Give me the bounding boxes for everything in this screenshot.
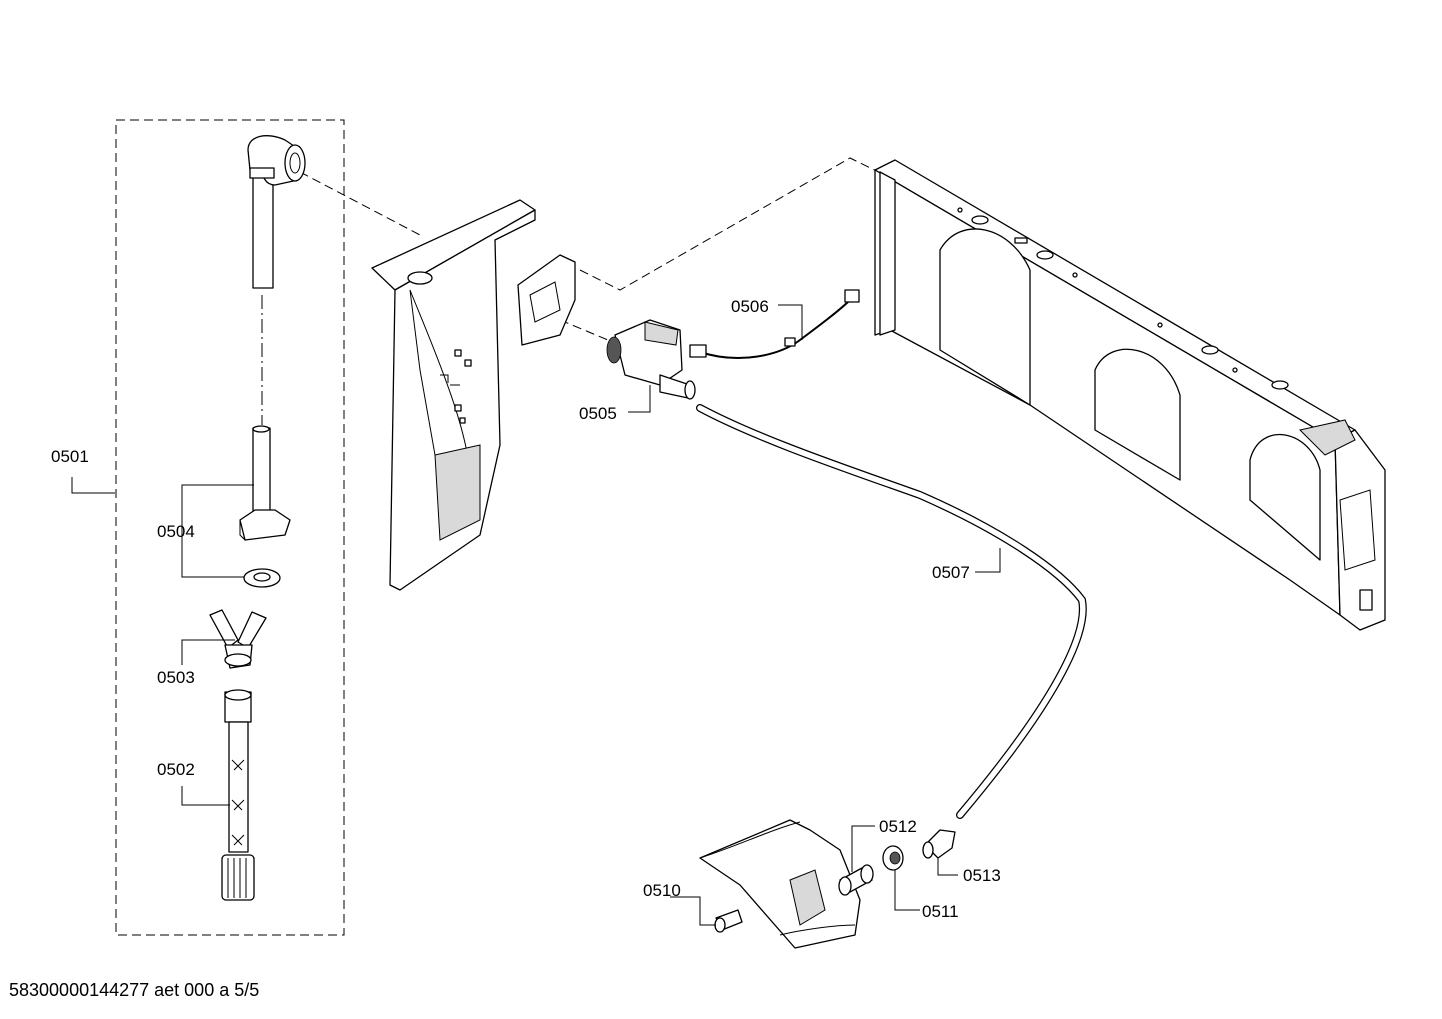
label-0505: 0505	[579, 404, 617, 423]
label-0510: 0510	[643, 881, 681, 900]
inlet-hose-part	[221, 689, 255, 901]
outlet-housing-part	[699, 819, 861, 949]
washer-part	[243, 568, 281, 588]
wiring-harness-part	[689, 289, 860, 359]
label-0507: 0507	[932, 563, 970, 582]
elbow-0513-part	[922, 829, 956, 859]
assembly-line-elbow	[299, 171, 421, 236]
side-panel-part	[371, 199, 536, 591]
rear-frame-part	[874, 159, 1386, 631]
fitting-0510-part	[714, 909, 743, 933]
assembly-line-valve	[559, 319, 621, 346]
nut-0511-part	[882, 845, 904, 871]
label-0511: 0511	[922, 902, 959, 921]
label-0502: 0502	[157, 760, 195, 779]
label-0503: 0503	[157, 668, 195, 687]
sleeve-0512-part	[838, 864, 874, 896]
solenoid-valve-part	[606, 319, 696, 400]
y-connector-part	[209, 609, 267, 669]
label-0504: 0504	[157, 522, 195, 541]
assembly-line-frame	[579, 157, 906, 291]
label-0512: 0512	[879, 817, 917, 836]
group-box-0501	[115, 119, 345, 936]
mounting-plate-part	[517, 254, 576, 346]
label-0501: 0501	[51, 447, 89, 466]
pipe-with-nut-part	[239, 425, 291, 541]
label-0513: 0513	[963, 866, 1001, 885]
label-0506: 0506	[731, 297, 769, 316]
water-tube-part	[696, 404, 1087, 819]
leader-lines	[71, 304, 1001, 926]
elbow-pipe-part	[247, 135, 306, 289]
document-footer: 58300000144277 aet 000 a 5/5	[9, 980, 260, 1000]
